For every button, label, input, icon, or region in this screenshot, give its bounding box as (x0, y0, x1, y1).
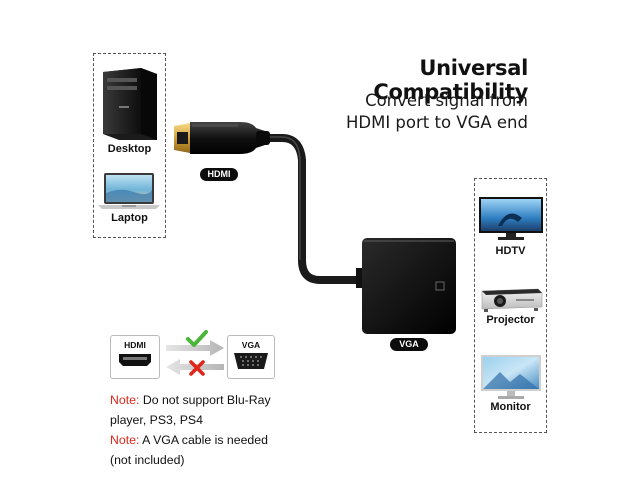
note-vga-cable: Note: A VGA cable is needed (not include… (110, 430, 268, 470)
vga-port-label: VGA (241, 340, 261, 350)
source-devices-box (93, 53, 166, 238)
note-text-continued: (not included) (110, 453, 185, 467)
projector-icon (481, 288, 543, 312)
vga-port-box: VGA (227, 335, 275, 379)
note-prefix: Note: (110, 393, 140, 407)
display-label-projector: Projector (486, 314, 535, 326)
vga-adapter-tag: VGA (390, 338, 428, 351)
source-label-laptop: Laptop (111, 212, 148, 224)
laptop-icon (98, 173, 160, 209)
display-label-monitor: Monitor (490, 401, 531, 413)
check-icon (186, 330, 208, 347)
hdtv-icon (479, 197, 543, 240)
page-subtitle: Convert signal from HDMI port to VGA end (330, 90, 528, 134)
adapter-cable (174, 122, 456, 334)
page-title: Universal Compatibility (373, 56, 528, 104)
display-label-hdtv: HDTV (495, 245, 526, 257)
hdmi-port-box: HDMI (110, 335, 160, 379)
hdmi-cable-tag: HDMI (200, 168, 238, 181)
note-text: Do not support Blu-Ray (139, 393, 271, 407)
note-prefix: Note: (110, 433, 140, 447)
vga-port-icon (234, 353, 268, 369)
note-text: A VGA cable is needed (139, 433, 268, 447)
hdmi-port-label: HDMI (124, 340, 146, 350)
hdmi-port-icon (119, 354, 151, 366)
desktop-tower-icon (103, 68, 157, 140)
monitor-icon (481, 355, 541, 399)
note-text-continued: player, PS3, PS4 (110, 413, 203, 427)
source-label-desktop: Desktop (107, 143, 152, 155)
subtitle-line-2: HDMI port to VGA end (345, 113, 528, 132)
cross-icon (189, 360, 205, 376)
display-devices-box (474, 178, 547, 433)
subtitle-line-1: Convert signal from (365, 91, 528, 110)
note-blu-ray: Note: Do not support Blu-Ray player, PS3… (110, 390, 271, 430)
